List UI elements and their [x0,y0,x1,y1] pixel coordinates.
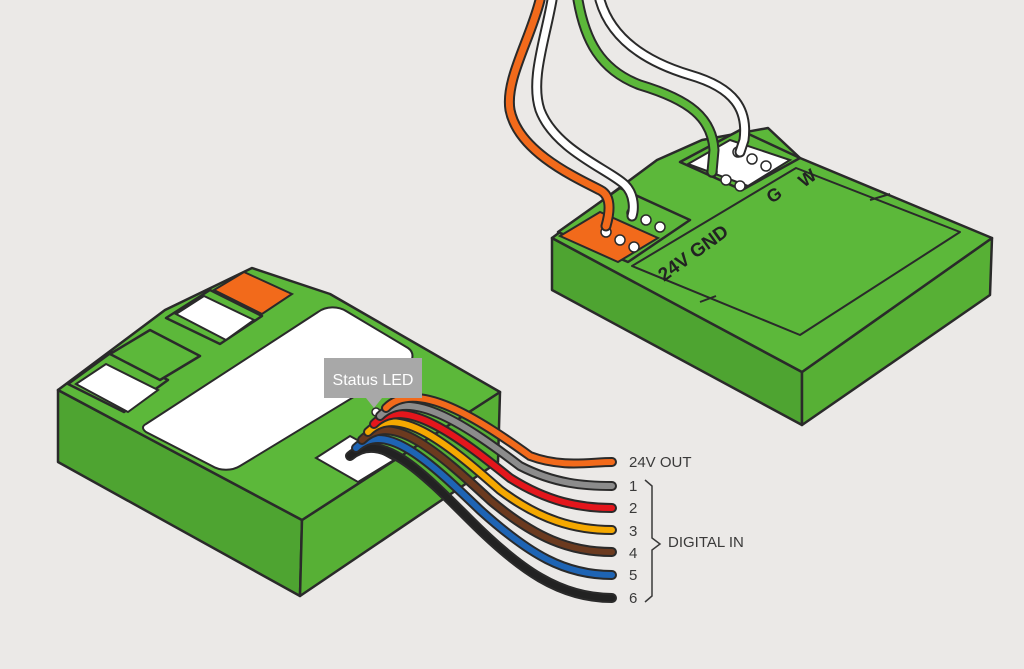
wire-blue [353,436,615,578]
output-wires [345,392,617,603]
right-cover-plate [631,167,961,336]
callout-label: Status LED [333,372,414,389]
left-terminal-block-3 [108,328,202,382]
wire-label-1: 1 [629,478,637,495]
digital-in-bracket [644,479,662,603]
wire-label-4: 4 [629,545,637,562]
right-module [550,126,994,427]
wire-label-2: 2 [629,500,637,517]
right-orange-wire [505,0,613,230]
status-led-callout: Status LED [324,358,422,408]
callout-box [324,358,422,408]
wire-red [371,411,615,511]
wire-label-5: 5 [629,567,637,584]
right-green-wire [574,0,718,176]
right-orange-wire-outline [503,0,615,232]
left-white-terminal-1 [74,362,160,414]
wire-label-6: 6 [629,590,637,607]
digital-in-label: DIGITAL IN [668,534,744,551]
right-module-top [550,126,994,374]
left-orange-terminal [211,270,295,316]
right-white-wire-2 [596,0,749,156]
wire-brown [359,427,615,555]
wire-yellow [365,419,615,533]
wire-label-24v-out: 24V OUT [629,454,692,471]
right-incoming-wires [503,0,751,232]
right-white-wire-1 [533,0,637,220]
wire-label-3: 3 [629,523,637,540]
wire-gray [377,402,615,489]
wire-orange [383,394,615,467]
wire-black [347,444,615,601]
wire-labels: 24V OUT 1 2 3 4 5 6 [629,454,692,607]
left-white-terminal-2 [174,294,256,342]
